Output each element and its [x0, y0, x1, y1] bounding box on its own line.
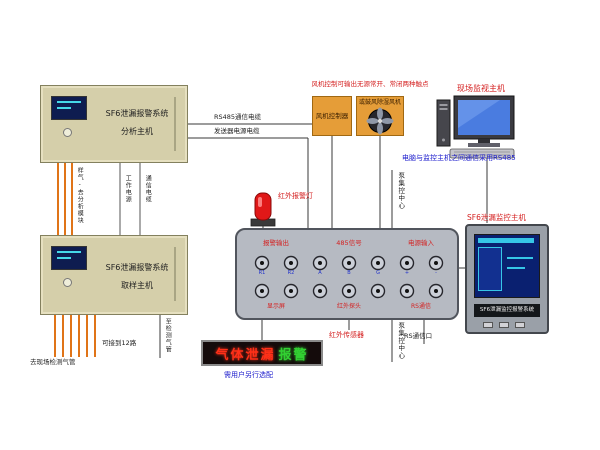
terminal-mark: -	[435, 270, 437, 276]
computer-icon	[436, 95, 515, 159]
terminal-mark: +	[404, 270, 410, 276]
fan-unit-label: 或鼓风除湿风机	[359, 99, 402, 106]
monitor-host-label: SF6泄漏监控主机	[467, 213, 526, 222]
to-field-pipes-label: 去现场检测气管	[30, 358, 76, 366]
pump-center-bottom-label: 泵集控中心	[396, 322, 405, 360]
rs-comm-port-label: RS通信口	[404, 332, 433, 340]
panel-label-rs-port: RS通信	[411, 303, 431, 310]
work-power-label: 工作电源	[124, 175, 132, 203]
terminal-mark: B	[347, 270, 351, 276]
transmitter-power-label: 发送器电源电缆	[214, 127, 260, 135]
ir-sensor-label: 红外传感器	[329, 331, 364, 339]
monitor-host-buttons	[483, 322, 525, 328]
terminal-mark: R1	[258, 270, 266, 276]
to-detect-pipe-label: 至检测气管	[164, 318, 172, 353]
terminal-mark: R2	[287, 270, 295, 276]
led-display: 气体泄漏 报警	[201, 340, 323, 366]
analyzer-host-box: SF6泄漏报警系统 分析主机	[40, 85, 188, 163]
analyzer-subtitle: 分析主机	[121, 127, 153, 136]
beacon-label: 红外报警灯	[278, 192, 313, 200]
site-monitor-label: 现场监视主机	[457, 84, 505, 93]
signal-cable-label: 通信电缆	[144, 175, 152, 203]
channel-count-label: 可接到12路	[102, 339, 137, 347]
led-text-red: 气体泄漏	[215, 347, 276, 363]
fan-controller-box: 风机控制器	[312, 96, 352, 136]
analyzer-lcd-screen	[51, 96, 87, 120]
sampler-vent-slot	[174, 247, 176, 301]
analyzer-button	[63, 128, 72, 137]
panel-label-alarm-out: 报警输出	[263, 239, 289, 247]
alarm-beacon-icon	[250, 192, 276, 227]
sampler-lcd-screen	[51, 246, 87, 270]
fan-control-note: 风机控制可输出无源常开、常闭两种触点	[311, 80, 429, 88]
screen-header-bar	[478, 238, 534, 243]
rs485-cable-label: RS485通信电缆	[214, 113, 262, 121]
led-option-note: 需用户另行选配	[224, 371, 273, 379]
analyzer-vent-slot	[174, 97, 176, 151]
screen-line	[507, 267, 525, 269]
sampler-title: SF6泄漏报警系统	[105, 263, 169, 272]
monitor-host-caption: SF6泄漏监控报警系统	[474, 304, 540, 317]
led-text-green: 报警	[278, 347, 309, 363]
panel-label-display-port: 显示屏	[266, 303, 285, 310]
rs485-comm-note: 电脑与监控主机之间通信采用RS485	[402, 154, 516, 162]
sampling-host-box: SF6泄漏报警系统 取样主机	[40, 235, 188, 315]
pump-center-top-label: 泵集控中心	[396, 172, 405, 210]
monitor-host-box: SF6泄漏监控报警系统	[465, 224, 549, 334]
panel-label-485-signal: 485信号	[336, 239, 362, 247]
screen-side-panel	[478, 247, 502, 291]
monitor-host-screen	[474, 234, 540, 298]
sample-gas-label: 样气-去分析模块	[76, 167, 84, 224]
sampler-subtitle: 取样主机	[121, 281, 153, 290]
terminal-mark: G	[376, 270, 380, 276]
sampler-button	[63, 278, 72, 287]
panel-label-power-in: 电源输入	[408, 239, 434, 247]
panel-label-probe-port: 红外探头	[336, 303, 361, 310]
fan-unit-box: 或鼓风除湿风机	[356, 96, 404, 136]
screen-line	[507, 257, 533, 259]
fan-controller-label: 风机控制器	[315, 111, 349, 120]
analyzer-title: SF6泄漏报警系统	[105, 109, 169, 118]
terminal-mark: A	[318, 270, 322, 276]
terminal-panel	[235, 228, 459, 320]
